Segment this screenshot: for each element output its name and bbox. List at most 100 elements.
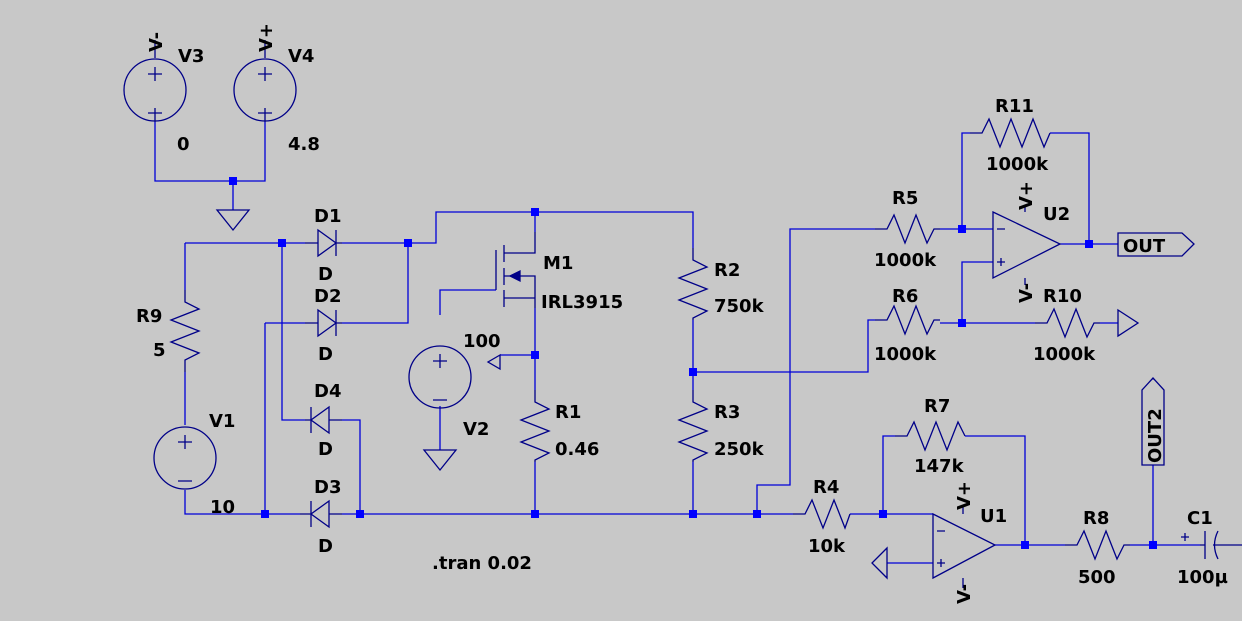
v3-net-label: V- [146, 32, 167, 52]
resistor-r11[interactable] [970, 117, 1051, 149]
d3-name-label: D3 [314, 477, 341, 498]
ground-symbols [215, 209, 1140, 580]
d4-name-label: D4 [314, 381, 341, 402]
d4-model-label: D [318, 439, 333, 460]
v1-name-label: V1 [209, 411, 235, 432]
resistor-r8[interactable] [1065, 529, 1130, 561]
v4-name-label: V4 [288, 46, 314, 67]
r7-value-label: 147k [914, 456, 965, 477]
diode-d2[interactable] [305, 308, 342, 338]
r11-name-label: R11 [995, 96, 1034, 117]
d1-name-label: D1 [314, 206, 341, 227]
opamp-u2[interactable] [992, 205, 1062, 285]
out-net-label: OUT [1123, 236, 1166, 257]
junction-dot [531, 510, 539, 518]
resistor-r6[interactable] [875, 304, 940, 336]
r5-name-label: R5 [892, 188, 918, 209]
mosfet-m1[interactable] [495, 232, 536, 308]
r3-name-label: R3 [714, 402, 740, 423]
junction-dot [1085, 240, 1093, 248]
r10-name-label: R10 [1043, 286, 1082, 307]
resistor-r2[interactable] [677, 248, 709, 320]
r9-name-label: R9 [136, 306, 162, 327]
junction-dot [1149, 541, 1157, 549]
r7-name-label: R7 [924, 396, 950, 417]
d1-model-label: D [318, 264, 333, 285]
v3-name-label: V3 [178, 46, 204, 67]
d2-name-label: D2 [314, 286, 341, 307]
junction-dot [689, 510, 697, 518]
ground-icon [422, 449, 458, 472]
junction-dot [958, 319, 966, 327]
m1-model-label: IRL3915 [541, 292, 623, 313]
junction-dot [278, 239, 286, 247]
r4-name-label: R4 [813, 477, 839, 498]
r9-value-label: 5 [153, 340, 166, 361]
u1-vminus-label: V- [954, 584, 975, 604]
junction-dot [531, 351, 539, 359]
source-v1[interactable] [153, 426, 217, 490]
junction-dot [879, 510, 887, 518]
wires [154, 122, 1200, 564]
u1-name-label: U1 [980, 506, 1007, 527]
resistor-r9[interactable] [169, 290, 201, 372]
junction-dot [753, 510, 761, 518]
junction-dot [689, 368, 697, 376]
junction-dot [356, 510, 364, 518]
r2-name-label: R2 [714, 260, 740, 281]
r10-value-label: 1000k [1033, 344, 1096, 365]
r3-value-label: 250k [714, 439, 765, 460]
r2-value-label: 750k [714, 296, 765, 317]
resistor-r10[interactable] [1035, 307, 1100, 339]
r6-name-label: R6 [892, 286, 918, 307]
u1-vplus-label: V+ [954, 481, 975, 510]
ground-icon [871, 546, 888, 580]
u2-vplus-label: V+ [1016, 181, 1037, 210]
junction-dot [261, 510, 269, 518]
opamp-u1[interactable] [932, 505, 997, 588]
r11-value-label: 1000k [986, 154, 1049, 175]
net-flag-out2[interactable] [1141, 377, 1165, 466]
junction-dot [958, 225, 966, 233]
c1-name-label: C1 [1187, 508, 1213, 529]
resistor-r1[interactable] [519, 390, 551, 462]
net-flag-out[interactable] [1117, 232, 1195, 257]
v2-name-label: V2 [463, 419, 489, 440]
v4-net-label: V+ [256, 23, 277, 52]
source-v3[interactable] [123, 40, 187, 122]
junction-dot [404, 239, 412, 247]
diode-d1[interactable] [305, 228, 342, 258]
r8-value-label: 500 [1078, 567, 1116, 588]
v4-value-label: 4.8 [288, 134, 320, 155]
d3-model-label: D [318, 536, 333, 557]
v3-value-label: 0 [177, 134, 190, 155]
c1-value-label: 100µ [1177, 567, 1228, 588]
u2-vminus-label: V- [1016, 283, 1037, 303]
tran-directive[interactable]: .tran 0.02 [432, 553, 532, 574]
r1-value-label: 0.46 [555, 439, 599, 460]
junction-dot [229, 177, 237, 185]
d2-model-label: D [318, 344, 333, 365]
u2-name-label: U2 [1043, 204, 1070, 225]
junction-dot [531, 208, 539, 216]
junctions [229, 177, 1157, 549]
ground-icon [1117, 308, 1140, 338]
capacitor-c1[interactable] [1181, 530, 1242, 560]
r1-name-label: R1 [555, 402, 581, 423]
resistor-r4[interactable] [793, 498, 851, 530]
m1-name-label: M1 [543, 253, 573, 274]
diode-d4[interactable] [305, 405, 342, 435]
source-v2[interactable] [408, 345, 472, 409]
r6-value-label: 1000k [874, 344, 937, 365]
r4-value-label: 10k [808, 536, 846, 557]
junction-dot [1021, 541, 1029, 549]
ground-icon [486, 353, 501, 371]
component-labels: V- V3 0 V+ V4 4.8 D1 D D2 D D4 D D3 D R9… [136, 23, 1228, 604]
resistor-r3[interactable] [677, 390, 709, 462]
ground-icon [215, 209, 251, 232]
resistor-r7[interactable] [895, 420, 966, 452]
diode-d3[interactable] [300, 499, 342, 529]
resistor-r5[interactable] [875, 213, 940, 245]
source-v4[interactable] [233, 40, 297, 122]
